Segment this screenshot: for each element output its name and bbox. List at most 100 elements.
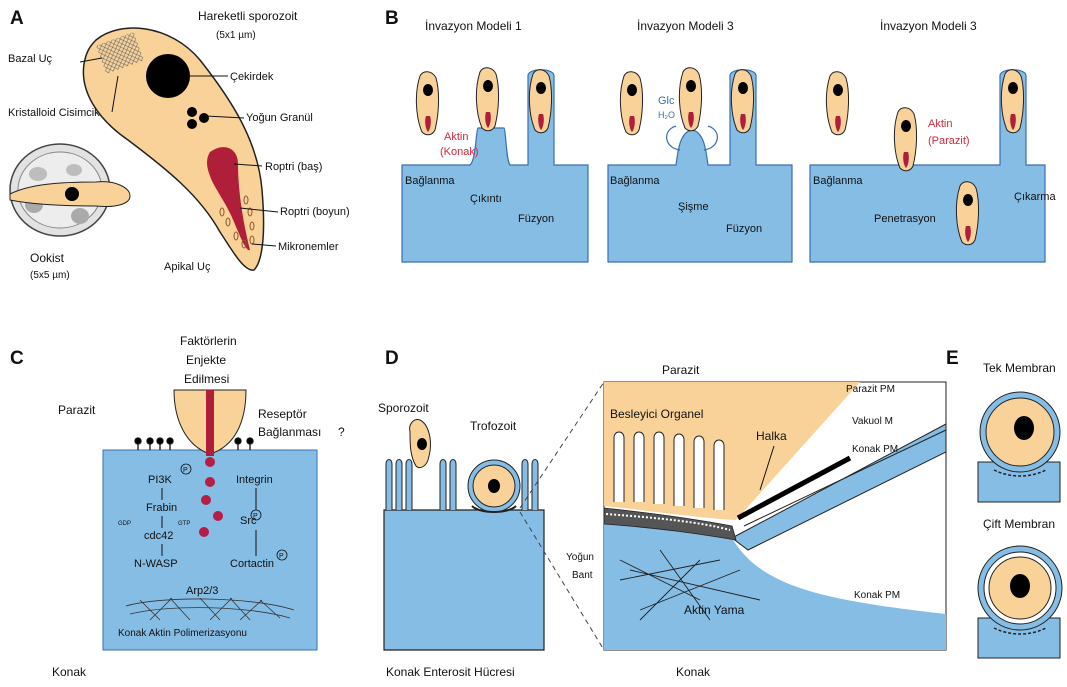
parasite-pm-label: Parazit PM <box>846 384 895 395</box>
feeder-label: Besleyici Organel <box>610 407 703 421</box>
panel-e-letter: E <box>946 348 959 369</box>
parasite-protrusion <box>476 68 498 131</box>
host-pm-bottom-label: Konak PM <box>854 590 900 601</box>
dense-granule <box>187 119 197 129</box>
frabin-label: Frabin <box>146 502 177 514</box>
injection-line-2: Enjekte <box>186 353 226 367</box>
ring-label: Halka <box>756 429 787 443</box>
phospho-p-3: P <box>279 553 284 560</box>
enterocyte-cell <box>384 510 544 650</box>
panel-b-letter: B <box>385 8 399 29</box>
injection-line-1: Faktörlerin <box>180 334 237 348</box>
phospho-p-1: P <box>183 467 188 474</box>
parasite-label-c: Parazit <box>58 403 96 417</box>
host-label-d: Konak <box>676 665 711 679</box>
dense-band-label-2: Bant <box>572 570 593 581</box>
panel-a-letter: A <box>10 8 24 29</box>
pi3k-label: PI3K <box>148 474 173 486</box>
trophozoite-label: Trofozoit <box>470 419 517 433</box>
actin-parasite-label: Aktin <box>928 118 952 130</box>
parasite-label-d: Parazit <box>662 363 700 377</box>
trophozoite-d <box>468 460 520 512</box>
host-pm-top-label: Konak PM <box>852 444 898 455</box>
model-3-title: İnvazyon Modeli 3 <box>880 19 977 33</box>
parasite-internal <box>956 182 978 245</box>
crystalloid-label: Kristalloid Cisimcik <box>8 107 100 119</box>
penetration-label: Penetrasyon <box>874 213 936 225</box>
panel-b: B İnvazyon Modeli 1 Aktin (Konak) Bağlan… <box>385 8 1056 262</box>
panel-c: C Faktörlerin Enjekte Edilmesi Parazit R… <box>10 334 345 679</box>
panel-a: A Hareketli sporozoit (5x1 µm) Bazal Uç … <box>8 8 350 281</box>
cortactin-label: Cortactin <box>230 558 274 570</box>
parasite-attach <box>416 72 438 135</box>
oocyst-size: (5x5 µm) <box>30 270 70 281</box>
swelling-label: Şişme <box>678 201 709 213</box>
actin-host-sub-label: (Konak) <box>440 146 479 158</box>
receptor-line-1: Reseptör <box>258 407 307 421</box>
sporozoite-size: (5x1 µm) <box>216 30 256 41</box>
host-label-c: Konak <box>52 665 87 679</box>
dense-granule-label: Yoğun Granül <box>246 112 313 124</box>
single-membrane-label: Tek Membran <box>983 361 1056 375</box>
micronemes-label: Mikronemler <box>278 241 339 253</box>
nucleus <box>146 54 190 98</box>
vacuole-m-label: Vakuol M <box>852 416 893 427</box>
basal-end-label: Bazal Uç <box>8 53 53 65</box>
question-mark: ? <box>338 425 345 439</box>
panel-c-letter: C <box>10 348 24 369</box>
sporozoite-d <box>410 420 431 468</box>
rhoptry-head-label: Roptri (baş) <box>265 161 322 173</box>
parasite-fusion-2 <box>731 70 753 133</box>
extrusion-label: Çıkarma <box>1014 191 1056 203</box>
gtp-label: GTP <box>178 521 190 527</box>
apical-end-label: Apikal Uç <box>164 261 211 273</box>
dense-granule <box>187 107 197 117</box>
double-membrane-label: Çift Membran <box>983 517 1055 531</box>
parasite-extrusion <box>1001 70 1023 133</box>
n-wasp-label: N-WASP <box>134 558 178 570</box>
swelling-flow-left <box>667 126 680 150</box>
sporozoite-title: Hareketli sporozoit <box>198 9 298 23</box>
panel-e: E Tek Membran Çift Membran <box>946 348 1062 658</box>
panel-d: D Sporozoit Trofozoit Konak Enterosit Hü… <box>378 348 946 679</box>
glc-label: Glc <box>658 95 675 107</box>
enterocyte-label: Konak Enterosit Hücresi <box>386 665 515 679</box>
injection-line-3: Edilmesi <box>184 372 229 386</box>
polymerization-label: Konak Aktin Polimerizasyonu <box>118 628 247 639</box>
oocyst <box>10 144 130 236</box>
phospho-p-2: P <box>253 513 258 520</box>
model-2-title: İnvazyon Modeli 3 <box>637 19 734 33</box>
attach-label-2: Bağlanma <box>610 175 660 187</box>
actin-patch-label: Aktin Yama <box>684 603 745 617</box>
parasite-attach-3 <box>826 72 848 135</box>
rhoptry-neck-label: Roptri (boyun) <box>280 206 350 218</box>
panel-d-letter: D <box>385 348 399 369</box>
sporozoite-label-d: Sporozoit <box>378 401 429 415</box>
actin-host-label: Aktin <box>444 131 468 143</box>
h2o-label: H₂O <box>658 110 675 120</box>
nucleus-label: Çekirdek <box>230 71 274 83</box>
fusion-label-2: Füzyon <box>726 223 762 235</box>
model-1-title: İnvazyon Modeli 1 <box>425 19 522 33</box>
parasite-fusion <box>529 70 551 133</box>
parasite-penetration <box>894 108 916 171</box>
actin-parasite-sub-label: (Parazit) <box>928 135 970 147</box>
oocyst-label: Ookist <box>30 251 65 265</box>
swelling-flow-right <box>704 126 717 150</box>
receptor-line-2: Bağlanması <box>258 425 321 439</box>
parasite-attach-2 <box>620 72 642 135</box>
parasite-swelling <box>679 68 701 131</box>
dense-band-label-1: Yoğun <box>566 552 594 563</box>
attach-label-3: Bağlanma <box>813 175 863 187</box>
cdc42-label: cdc42 <box>144 530 173 542</box>
zoom-line-top <box>520 382 604 508</box>
gdp-label: GDP <box>118 521 131 527</box>
dense-granule <box>199 113 209 123</box>
double-membrane-cell <box>978 546 1062 658</box>
fusion-label-1: Füzyon <box>518 213 554 225</box>
attach-label-1: Bağlanma <box>405 175 455 187</box>
arp-label: Arp2/3 <box>186 585 218 597</box>
injection-duct <box>206 390 214 456</box>
protrusion-label: Çıkıntı <box>470 193 502 205</box>
